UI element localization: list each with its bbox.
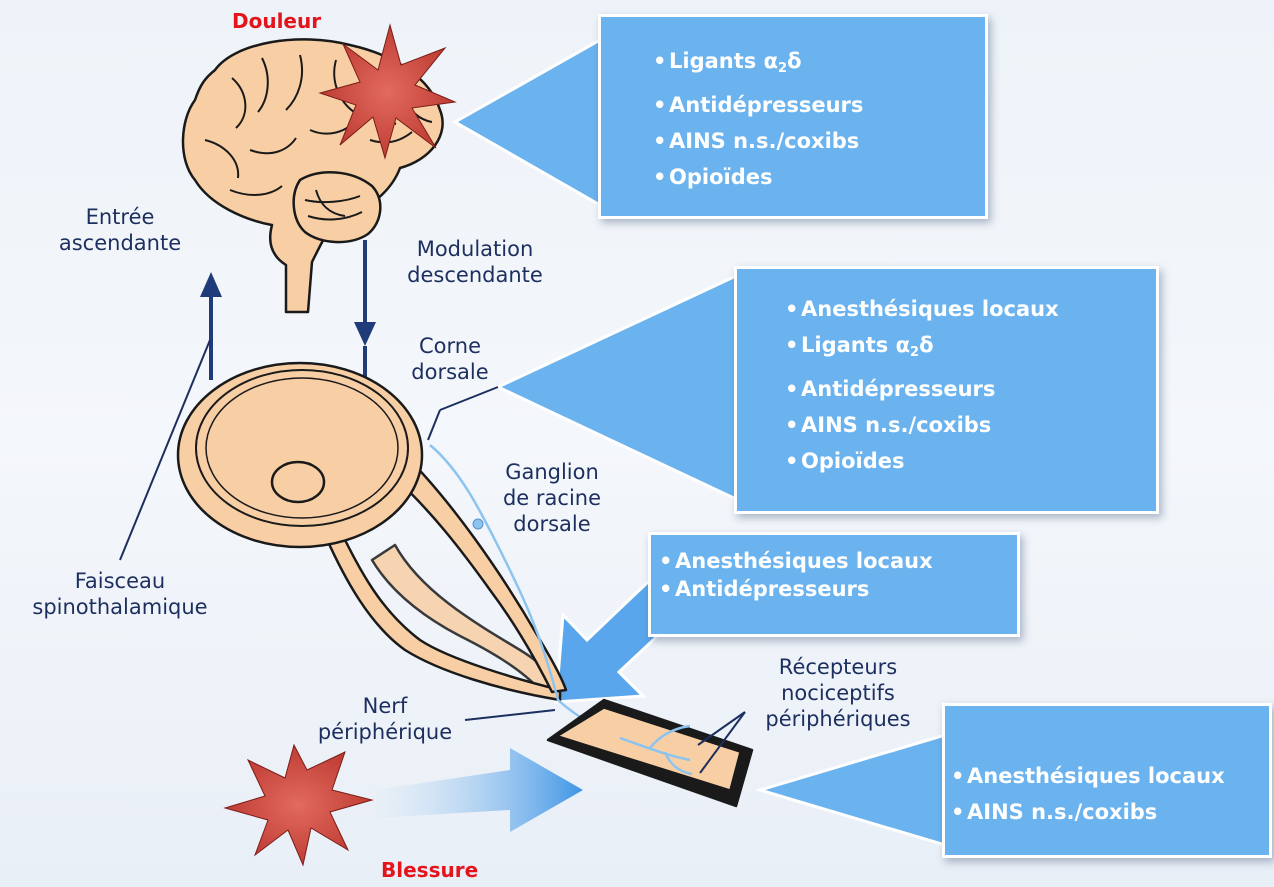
drug-name: Antidépresseurs <box>675 577 869 601</box>
drug-name: Opioïdes <box>669 165 772 189</box>
nerve-drug-box: •Anesthésiques locaux•Antidépresseurs <box>648 532 1020 637</box>
drug-subscript: 2 <box>910 345 919 360</box>
drug-subscript: 2 <box>778 61 787 76</box>
drug-name: Anesthésiques locaux <box>801 297 1059 321</box>
bullet: • <box>785 407 801 443</box>
descending-arrowhead <box>354 322 376 346</box>
drug-name: Anesthésiques locaux <box>675 549 933 573</box>
drug-suffix: δ <box>787 49 801 73</box>
bullet: • <box>653 159 669 195</box>
brain-drug-box: •Ligants α2δ•Antidépresseurs•AINS n.s./c… <box>598 14 988 219</box>
bullet: • <box>951 758 967 794</box>
drug-name: AINS n.s./coxibs <box>669 129 859 153</box>
drug-item: •Opioïdes <box>653 159 985 195</box>
bullet: • <box>785 327 801 363</box>
bullet: • <box>659 547 675 575</box>
injury-arrow <box>375 748 583 832</box>
drug-name: Antidépresseurs <box>801 377 995 401</box>
drug-item: •Antidépresseurs <box>785 371 1156 407</box>
bullet: • <box>785 291 801 327</box>
drug-name: Ligants α <box>669 49 778 73</box>
pain-label: Douleur <box>232 8 321 34</box>
drug-item: •AINS n.s./coxibs <box>653 123 985 159</box>
drug-name: Antidépresseurs <box>669 93 863 117</box>
drug-name: Anesthésiques locaux <box>967 764 1225 788</box>
drug-suffix: δ <box>919 333 933 357</box>
drug-item: •AINS n.s./coxibs <box>951 794 1269 830</box>
drug-item: •Ligants α2δ <box>785 327 1156 371</box>
drug-item: •Antidépresseurs <box>653 87 985 123</box>
receptor-drug-box: •Anesthésiques locaux•AINS n.s./coxibs <box>942 703 1272 858</box>
bullet: • <box>653 43 669 79</box>
drug-item: •Opioïdes <box>785 443 1156 479</box>
drug-item: •AINS n.s./coxibs <box>785 407 1156 443</box>
drug-item: •Ligants α2δ <box>653 43 985 87</box>
injury-label: Blessure <box>381 857 478 883</box>
brain-callout-arrow <box>455 40 600 205</box>
drug-name: AINS n.s./coxibs <box>967 800 1157 824</box>
bullet: • <box>785 443 801 479</box>
ganglion-cell <box>473 519 483 529</box>
drug-item: •Anesthésiques locaux <box>951 758 1269 794</box>
bullet: • <box>951 794 967 830</box>
spinal-drug-box: •Anesthésiques locaux•Ligants α2δ•Antidé… <box>734 266 1159 514</box>
bullet: • <box>785 371 801 407</box>
drug-name: Ligants α <box>801 333 910 357</box>
bullet: • <box>653 123 669 159</box>
drug-item: •Anesthésiques locaux <box>659 547 1017 575</box>
drug-item: •Antidépresseurs <box>659 575 1017 603</box>
drug-name: Opioïdes <box>801 449 904 473</box>
bullet: • <box>659 575 675 603</box>
injury-star <box>225 745 372 865</box>
ascending-arrowhead <box>200 272 222 297</box>
drug-name: AINS n.s./coxibs <box>801 413 991 437</box>
drug-item: •Anesthésiques locaux <box>785 291 1156 327</box>
bullet: • <box>653 87 669 123</box>
receptor-callout-arrow <box>760 735 945 845</box>
